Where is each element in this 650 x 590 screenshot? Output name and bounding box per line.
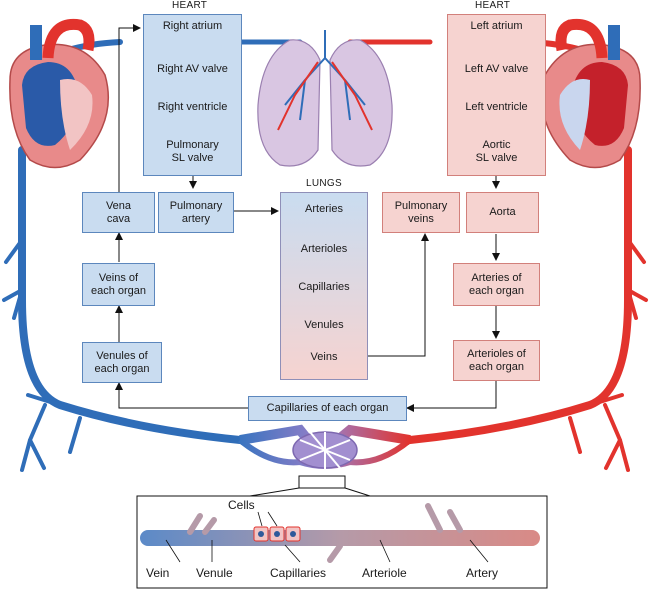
- right-heart-column: Right atrium Right AV valve Right ventri…: [143, 14, 242, 176]
- heart-illustration-left: [9, 18, 109, 169]
- heart-right-header: HEART: [172, 0, 208, 11]
- left-atrium: Left atrium: [470, 20, 523, 32]
- vena-cava-box: Vena cava: [82, 192, 155, 233]
- inset-cells-label: Cells: [228, 498, 255, 512]
- lungs-header: LUNGS: [306, 178, 342, 189]
- left-heart-column: Left atrium Left AV valve Left ventricle…: [447, 14, 546, 176]
- right-ventricle: Right ventricle: [157, 101, 228, 113]
- capillary-bed-illustration: [238, 424, 412, 470]
- inset-magnification: [136, 475, 548, 589]
- lung-arteries: Arteries: [305, 203, 343, 215]
- inset-venule-label: Venule: [196, 566, 233, 580]
- lungs-illustration: [257, 30, 393, 167]
- veins-of-each-organ-box: Veins of each organ: [82, 263, 155, 306]
- lungs-column: Arteries Arterioles Capillaries Venules …: [280, 192, 368, 380]
- flow-connectors: [115, 24, 500, 412]
- capillaries-of-each-organ-box: Capillaries of each organ: [248, 396, 407, 421]
- lung-venules: Venules: [304, 319, 344, 331]
- aorta-box: Aorta: [466, 192, 539, 233]
- lung-capillaries: Capillaries: [298, 281, 350, 293]
- left-av-valve: Left AV valve: [464, 63, 529, 75]
- arteries-of-each-organ-box: Arteries of each organ: [453, 263, 540, 306]
- lung-arterioles: Arterioles: [300, 243, 348, 255]
- left-ventricle: Left ventricle: [465, 101, 528, 113]
- arterioles-of-each-organ-box: Arterioles of each organ: [453, 340, 540, 381]
- heart-illustration-right: [541, 18, 641, 169]
- pulmonary-artery-box: Pulmonary artery: [158, 192, 234, 233]
- pulmonary-sl-valve: Pulmonary SL valve: [166, 139, 219, 164]
- inset-artery-label: Artery: [466, 566, 499, 580]
- inset-capillaries-label: Capillaries: [270, 566, 327, 580]
- pulmonary-veins-box: Pulmonary veins: [382, 192, 460, 233]
- inset-arteriole-label: Arteriole: [362, 566, 407, 580]
- right-av-valve: Right AV valve: [157, 63, 228, 75]
- aortic-sl-valve: Aortic SL valve: [475, 139, 518, 164]
- venules-of-each-organ-box: Venules of each organ: [82, 342, 162, 383]
- right-atrium: Right atrium: [162, 20, 223, 32]
- lung-veins: Veins: [310, 351, 338, 363]
- heart-left-header: HEART: [475, 0, 511, 11]
- inset-vein-label: Vein: [146, 566, 170, 580]
